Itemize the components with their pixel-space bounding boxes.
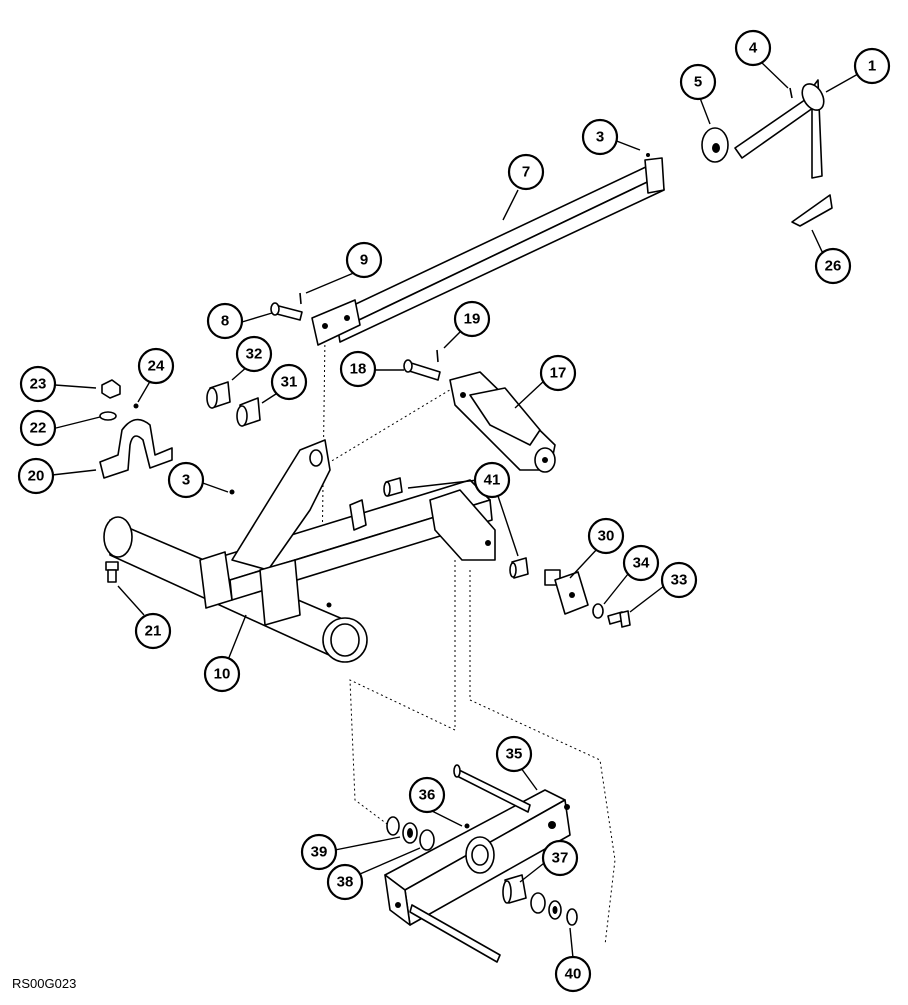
callout-40: 40: [554, 955, 592, 993]
svg-text:37: 37: [552, 850, 569, 867]
callout-10: 10: [203, 655, 241, 693]
svg-text:40: 40: [565, 966, 582, 983]
callout-7: 7: [507, 153, 545, 191]
svg-text:18: 18: [350, 361, 367, 378]
callout-3-mid: 3: [167, 461, 205, 499]
bushing-41-lower: [509, 557, 529, 579]
svg-text:26: 26: [825, 258, 842, 275]
hex-nut: [101, 379, 121, 399]
callout-5: 5: [679, 63, 717, 101]
u-clamp: [99, 418, 173, 479]
callout-26: 26: [814, 247, 852, 285]
svg-text:41: 41: [484, 472, 501, 489]
callout-8: 8: [206, 302, 244, 340]
link-pin: [403, 349, 441, 381]
race-38: [419, 829, 435, 851]
svg-text:34: 34: [633, 555, 650, 572]
callout-3-top: 3: [581, 118, 619, 156]
grease-fitting-36: [464, 823, 470, 829]
callout-41: 41: [473, 461, 511, 499]
svg-text:21: 21: [145, 623, 162, 640]
callout-38: 38: [326, 863, 364, 901]
pivot-block-30: [544, 569, 589, 615]
callout-35: 35: [495, 735, 533, 773]
svg-text:20: 20: [28, 468, 45, 485]
svg-text:8: 8: [221, 313, 229, 330]
svg-text:23: 23: [30, 376, 47, 393]
svg-text:4: 4: [749, 40, 758, 57]
main-axle-frame: [103, 439, 496, 663]
callout-37: 37: [541, 839, 579, 877]
callout-9: 9: [345, 241, 383, 279]
grease-fitting-3: [229, 489, 235, 495]
svg-text:10: 10: [214, 666, 231, 683]
svg-text:7: 7: [522, 164, 530, 181]
drawing-reference-code: RS00G023: [12, 976, 77, 991]
callout-39: 39: [300, 833, 338, 871]
callout-1: 1: [853, 47, 891, 85]
svg-text:9: 9: [360, 252, 368, 269]
callout-22: 22: [19, 409, 57, 447]
bearing-38: [402, 822, 418, 844]
spring-pin: [789, 87, 793, 99]
bushings-pair: [206, 381, 261, 427]
bolt-21: [105, 561, 119, 583]
bearing-40a: [530, 892, 578, 926]
callout-31: 31: [270, 363, 308, 401]
callout-33: 33: [660, 561, 698, 599]
callout-32: 32: [235, 335, 273, 373]
svg-text:3: 3: [596, 129, 604, 146]
wedge-piece: [791, 194, 833, 227]
lower-axle-35: [384, 764, 571, 963]
seal-39: [386, 816, 400, 836]
callout-24: 24: [137, 347, 175, 385]
callout-21: 21: [134, 612, 172, 650]
callout-23: 23: [19, 365, 57, 403]
svg-text:17: 17: [550, 365, 567, 382]
svg-text:36: 36: [419, 787, 436, 804]
svg-text:32: 32: [246, 346, 263, 363]
svg-text:38: 38: [337, 874, 354, 891]
svg-text:5: 5: [694, 74, 702, 91]
bolt-33: [607, 610, 631, 628]
t-handle-bolt: [734, 79, 825, 179]
svg-text:22: 22: [30, 420, 47, 437]
svg-text:24: 24: [148, 358, 165, 375]
callout-20: 20: [17, 457, 55, 495]
svg-text:31: 31: [281, 374, 298, 391]
assembly-guide-lines: [299, 334, 616, 946]
callout-4: 4: [734, 29, 772, 67]
washer-34: [592, 603, 604, 619]
callout-30: 30: [587, 517, 625, 555]
svg-text:1: 1: [868, 58, 876, 75]
clevis-pin: [270, 292, 303, 321]
bushing-41-upper: [383, 477, 403, 497]
callout-19: 19: [453, 300, 491, 338]
svg-text:3: 3: [182, 472, 190, 489]
tie-rod-tube: [311, 153, 665, 346]
callout-18: 18: [339, 350, 377, 388]
callout-17: 17: [539, 354, 577, 392]
svg-text:39: 39: [311, 844, 328, 861]
svg-text:35: 35: [506, 746, 523, 763]
leader-lines: [51, 61, 859, 959]
svg-text:19: 19: [464, 311, 481, 328]
callout-36: 36: [408, 776, 446, 814]
lock-washer: [99, 411, 117, 421]
callout-34: 34: [622, 544, 660, 582]
svg-text:30: 30: [598, 528, 615, 545]
svg-text:33: 33: [671, 572, 688, 589]
small-ball-24: [133, 403, 139, 409]
washer: [701, 127, 729, 163]
adjuster-link: [449, 371, 556, 473]
